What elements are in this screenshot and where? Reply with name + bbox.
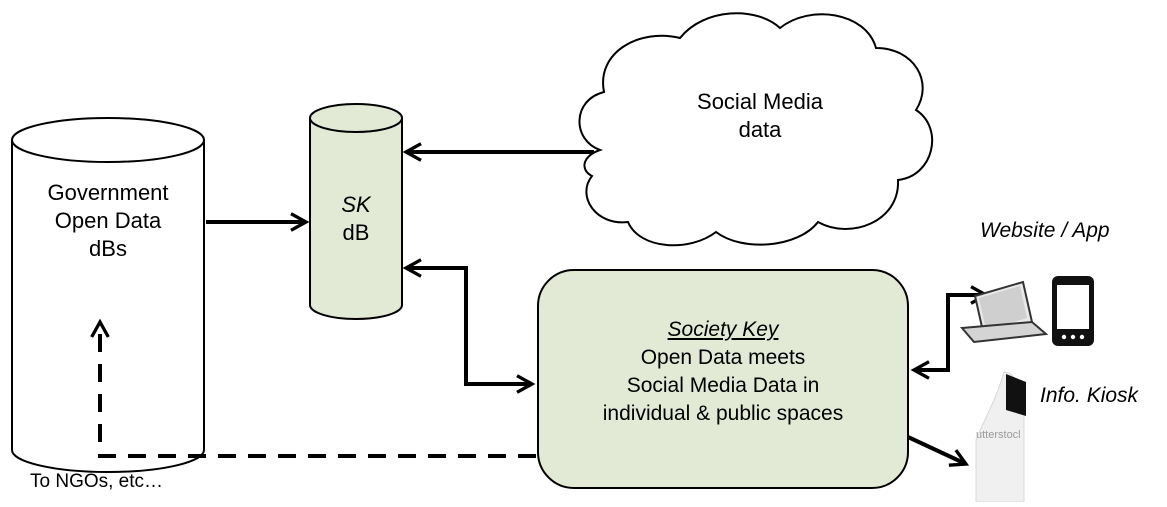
kiosk-label: Info. Kiosk [1040, 384, 1139, 407]
society-key-line3: Social Media Data in [626, 374, 820, 397]
society-key-box [537, 269, 909, 489]
cloud-line2: data [738, 117, 782, 142]
gov-db-line1: Government [47, 180, 169, 205]
society-key-title: Society Key [667, 318, 779, 341]
sk-db-line2: dB [342, 220, 370, 245]
society-key-line4: individual & public spaces [602, 402, 844, 425]
gov-db-line2: Open Data [54, 208, 162, 233]
dashed-arrow-to-gov [100, 322, 536, 458]
kiosk-watermark: utterstocl [976, 429, 1021, 441]
arrow-society-key-to-devices [914, 295, 986, 370]
sk-db-cylinder [309, 103, 403, 320]
gov-db-cylinder [11, 117, 205, 473]
website-app-label: Website / App [980, 219, 1110, 242]
sk-db-label: SK dB [312, 191, 400, 247]
sk-db-line1: SK [341, 192, 371, 217]
society-key-label: Society Key Open Data meets Social Media… [540, 316, 906, 428]
cloud-label: Social Media data [620, 88, 900, 144]
society-key-line2: Open Data meets [640, 346, 806, 369]
gov-db-line3: dBs [89, 236, 127, 261]
phone-icon [1052, 276, 1094, 346]
cloud-line1: Social Media [697, 89, 823, 114]
ngos-label: To NGOs, etc… [30, 471, 164, 492]
gov-db-label: Government Open Data dBs [20, 179, 196, 263]
arrow-sk-to-society-key [406, 268, 532, 384]
arrow-society-key-to-kiosk [907, 435, 966, 464]
social-media-cloud [578, 12, 934, 247]
laptop-icon [959, 280, 1049, 344]
